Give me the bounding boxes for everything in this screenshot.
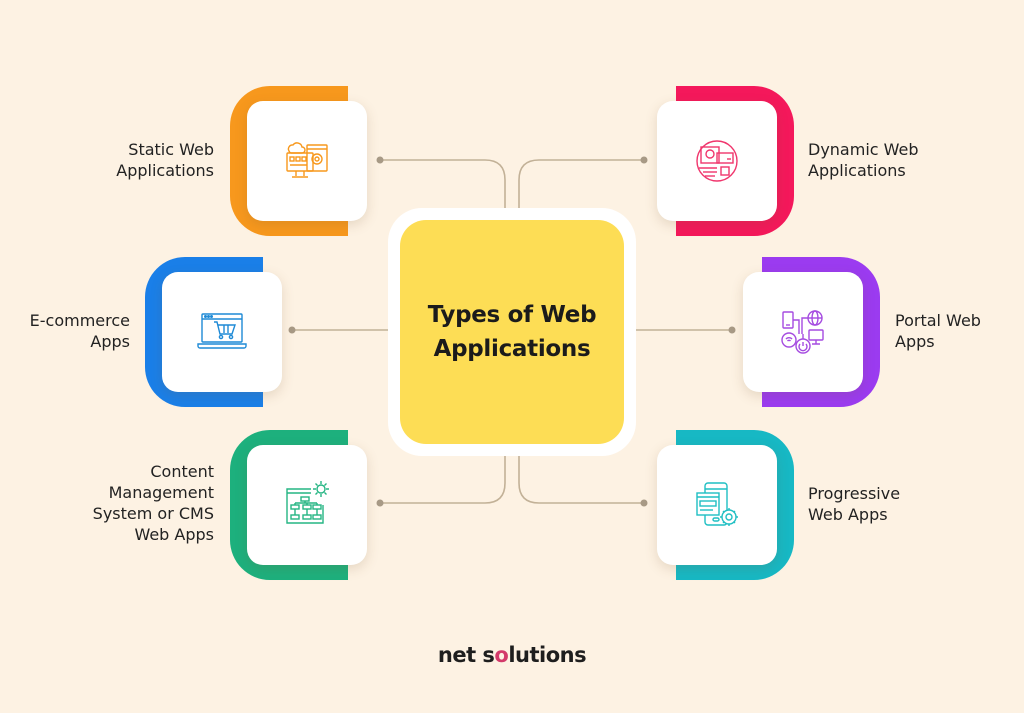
dynamic-web-app-icon xyxy=(696,140,738,182)
center-hub: Types of Web Applications xyxy=(388,208,636,456)
node-portal-web-apps xyxy=(730,257,880,407)
node-progressive-web-apps xyxy=(644,430,794,580)
brand-logo-o: o xyxy=(494,643,509,667)
label-line: Progressive xyxy=(808,484,901,503)
diagram-title: Types of Web Applications xyxy=(427,302,597,362)
label-dynamic-web-applications: Dynamic Web Applications xyxy=(808,139,988,181)
label-progressive-web-apps: Progressive Web Apps xyxy=(808,483,988,525)
label-line: E-commerce xyxy=(29,311,130,330)
label-line: Dynamic Web xyxy=(808,140,919,159)
label-portal-web-apps: Portal Web Apps xyxy=(895,310,1020,352)
label-line: System or CMS xyxy=(92,504,214,523)
label-line: Portal Web xyxy=(895,311,981,330)
label-ecommerce-apps: E-commerce Apps xyxy=(10,310,130,352)
label-line: Web Apps xyxy=(134,525,214,544)
icon-card xyxy=(162,272,282,392)
label-static-web-applications: Static Web Applications xyxy=(60,139,214,181)
icon-card xyxy=(247,101,367,221)
icon-card xyxy=(657,101,777,221)
static-website-monitor-icon xyxy=(286,142,328,178)
label-line: Content xyxy=(150,462,214,481)
sitemap-gear-icon xyxy=(286,481,329,524)
brand-logo: net solutions xyxy=(0,643,1024,667)
label-cms-web-apps: Content Management System or CMS Web App… xyxy=(60,461,214,545)
label-line: Static Web xyxy=(128,140,214,159)
shopping-cart-laptop-icon xyxy=(197,313,247,349)
node-cms-web-apps xyxy=(230,430,380,580)
brand-text-start: net s xyxy=(437,643,495,667)
brand-text-end: lutions xyxy=(508,643,587,667)
node-static-web-applications xyxy=(230,86,380,236)
center-box: Types of Web Applications xyxy=(400,220,624,444)
label-line: Management xyxy=(108,483,214,502)
node-dynamic-web-applications xyxy=(644,86,794,236)
icon-card xyxy=(743,272,863,392)
label-line: Apps xyxy=(90,332,130,351)
network-devices-globe-icon xyxy=(781,310,824,354)
label-line: Applications xyxy=(808,161,906,180)
label-line: Apps xyxy=(895,332,935,351)
mobile-app-gear-icon xyxy=(696,482,738,526)
node-ecommerce-apps xyxy=(145,257,295,407)
label-line: Applications xyxy=(116,161,214,180)
label-line: Web Apps xyxy=(808,505,888,524)
icon-card xyxy=(657,445,777,565)
icon-card xyxy=(247,445,367,565)
